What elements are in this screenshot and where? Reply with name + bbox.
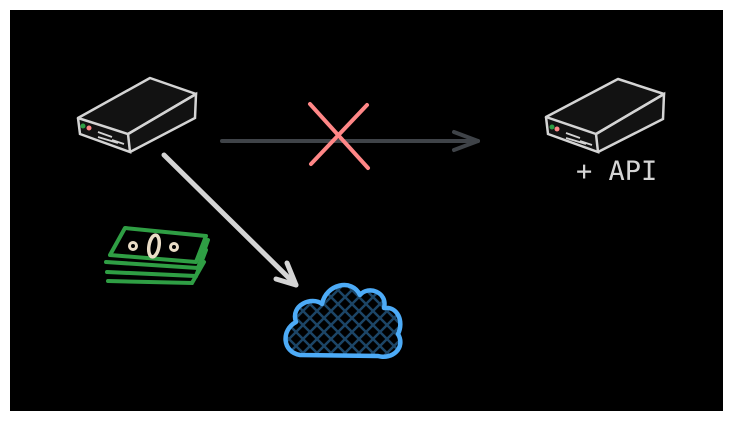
server-front <box>544 116 600 154</box>
blocked-arrow <box>220 102 480 170</box>
status-led-red <box>86 125 92 131</box>
arrow-head <box>452 130 480 152</box>
hatch-line <box>285 285 293 357</box>
diagram-canvas: + API <box>10 10 723 411</box>
target-server-icon[interactable] <box>544 77 666 154</box>
money-symbol <box>146 233 162 259</box>
arrow-head <box>273 260 299 288</box>
source-server-icon[interactable] <box>76 76 198 154</box>
hatch-line <box>174 280 264 370</box>
cloud-arrow <box>161 152 299 288</box>
status-led-red <box>554 126 560 132</box>
hatch-line <box>383 285 401 357</box>
hatch-line <box>355 285 401 357</box>
hatch-line <box>412 280 502 370</box>
hatch-line <box>160 280 250 370</box>
hatch-line <box>426 280 516 370</box>
hatch-line <box>285 285 293 357</box>
hatch-line <box>412 280 502 370</box>
hatch-line <box>397 285 401 357</box>
arrow-shaft <box>161 152 299 288</box>
hatch-line <box>160 280 250 370</box>
server-vents <box>97 131 125 145</box>
server-side <box>595 91 666 154</box>
server-front <box>76 117 132 154</box>
status-led-green <box>549 124 555 130</box>
status-led-green <box>80 123 86 129</box>
api-label: + API <box>576 156 657 187</box>
hatch-line <box>383 285 401 357</box>
hatch-line <box>397 285 401 357</box>
hatch-line <box>285 285 349 357</box>
server-side <box>127 91 198 154</box>
hatch-line <box>426 280 516 370</box>
money-dot-right <box>169 242 179 252</box>
server-vents <box>565 132 593 146</box>
cloud-icon[interactable] <box>160 280 516 370</box>
bill-layer <box>106 260 206 286</box>
hatch-line <box>174 280 264 370</box>
diagram-svg: + API <box>76 76 666 370</box>
cloud-outline <box>283 282 403 360</box>
hatch-line <box>188 280 278 370</box>
blocked-x-icon <box>308 102 370 170</box>
money-dot-left <box>128 241 138 251</box>
money-icon[interactable] <box>104 226 210 286</box>
hatch-line <box>188 280 278 370</box>
